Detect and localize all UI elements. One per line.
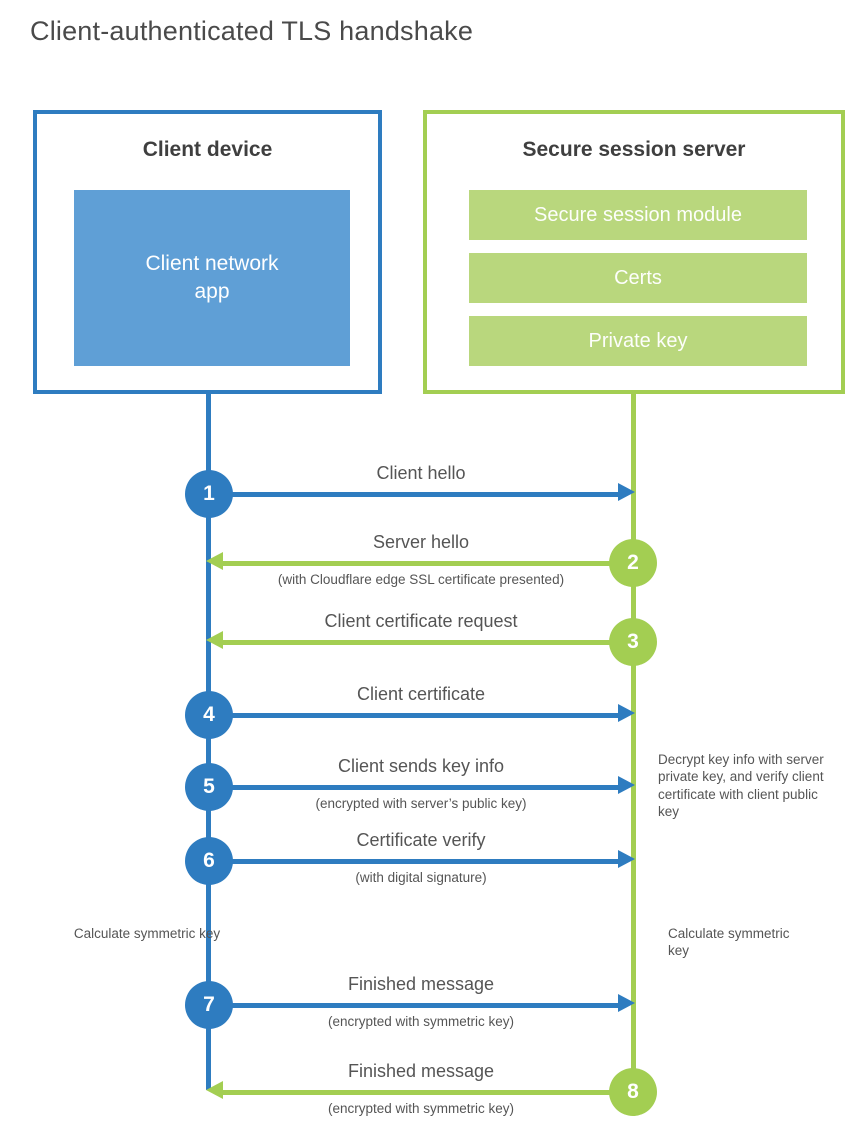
step-7-arrow <box>209 1003 619 1008</box>
step-1-arrow <box>209 492 619 497</box>
step-6-badge: 6 <box>185 837 233 885</box>
step-4-label: Client certificate <box>356 684 486 704</box>
step-4-arrow <box>209 713 619 718</box>
client-device-title: Client device <box>142 138 273 161</box>
certs-bar: Certs <box>469 253 807 303</box>
step-2-label: Server hello <box>372 532 470 552</box>
step-7-sublabel: (encrypted with symmetric key) <box>327 1014 515 1029</box>
step-8-arrow <box>222 1090 632 1095</box>
step-2-sublabel: (with Cloudflare edge SSL certificate pr… <box>277 572 565 587</box>
step-5-sublabel: (encrypted with server’s public key) <box>315 796 527 811</box>
step-8-arrowhead-icon <box>206 1081 223 1099</box>
step-8-sublabel: (encrypted with symmetric key) <box>327 1101 515 1116</box>
client-lifeline <box>206 390 211 1090</box>
secure-session-module-bar: Secure session module <box>469 190 807 240</box>
step-3-badge: 3 <box>609 618 657 666</box>
client-network-app-label: Client network app <box>145 251 279 303</box>
step-6-arrowhead-icon <box>618 850 635 868</box>
step-2-badge: 2 <box>609 539 657 587</box>
step-3-arrowhead-icon <box>206 631 223 649</box>
step-2-arrow <box>222 561 632 566</box>
step-5-arrow <box>209 785 619 790</box>
page-title: Client-authenticated TLS handshake <box>30 16 474 46</box>
step-1-label: Client hello <box>376 463 466 483</box>
step-1-badge: 1 <box>185 470 233 518</box>
step-8-label: Finished message <box>347 1061 495 1081</box>
step-5-arrowhead-icon <box>618 776 635 794</box>
step-4-badge: 4 <box>185 691 233 739</box>
step-2-arrowhead-icon <box>206 552 223 570</box>
client-network-app-box: Client network app <box>74 190 350 366</box>
step-6-label: Certificate verify <box>356 830 486 850</box>
decrypt-key-info-note: Decrypt key info with server private key… <box>658 752 824 819</box>
server-lifeline <box>631 390 636 1070</box>
step-7-label: Finished message <box>347 974 495 994</box>
secure-session-server-title: Secure session server <box>522 138 746 161</box>
step-7-arrowhead-icon <box>618 994 635 1012</box>
step-8-badge: 8 <box>609 1068 657 1116</box>
step-6-arrow <box>209 859 619 864</box>
calculate-symmetric-key-note-client: Calculate symmetric key <box>73 926 221 941</box>
step-3-arrow <box>222 640 632 645</box>
client-device-box: Client device Client network app <box>33 110 382 394</box>
step-7-badge: 7 <box>185 981 233 1029</box>
private-key-bar: Private key <box>469 316 807 366</box>
step-5-badge: 5 <box>185 763 233 811</box>
secure-session-server-box: Secure session server Secure session mod… <box>423 110 845 394</box>
step-1-arrowhead-icon <box>618 483 635 501</box>
step-3-label: Client certificate request <box>324 611 518 631</box>
step-4-arrowhead-icon <box>618 704 635 722</box>
step-6-sublabel: (with digital signature) <box>355 870 487 885</box>
step-5-label: Client sends key info <box>337 756 505 776</box>
calculate-symmetric-key-note-server: Calculate symmetric key <box>668 926 790 959</box>
